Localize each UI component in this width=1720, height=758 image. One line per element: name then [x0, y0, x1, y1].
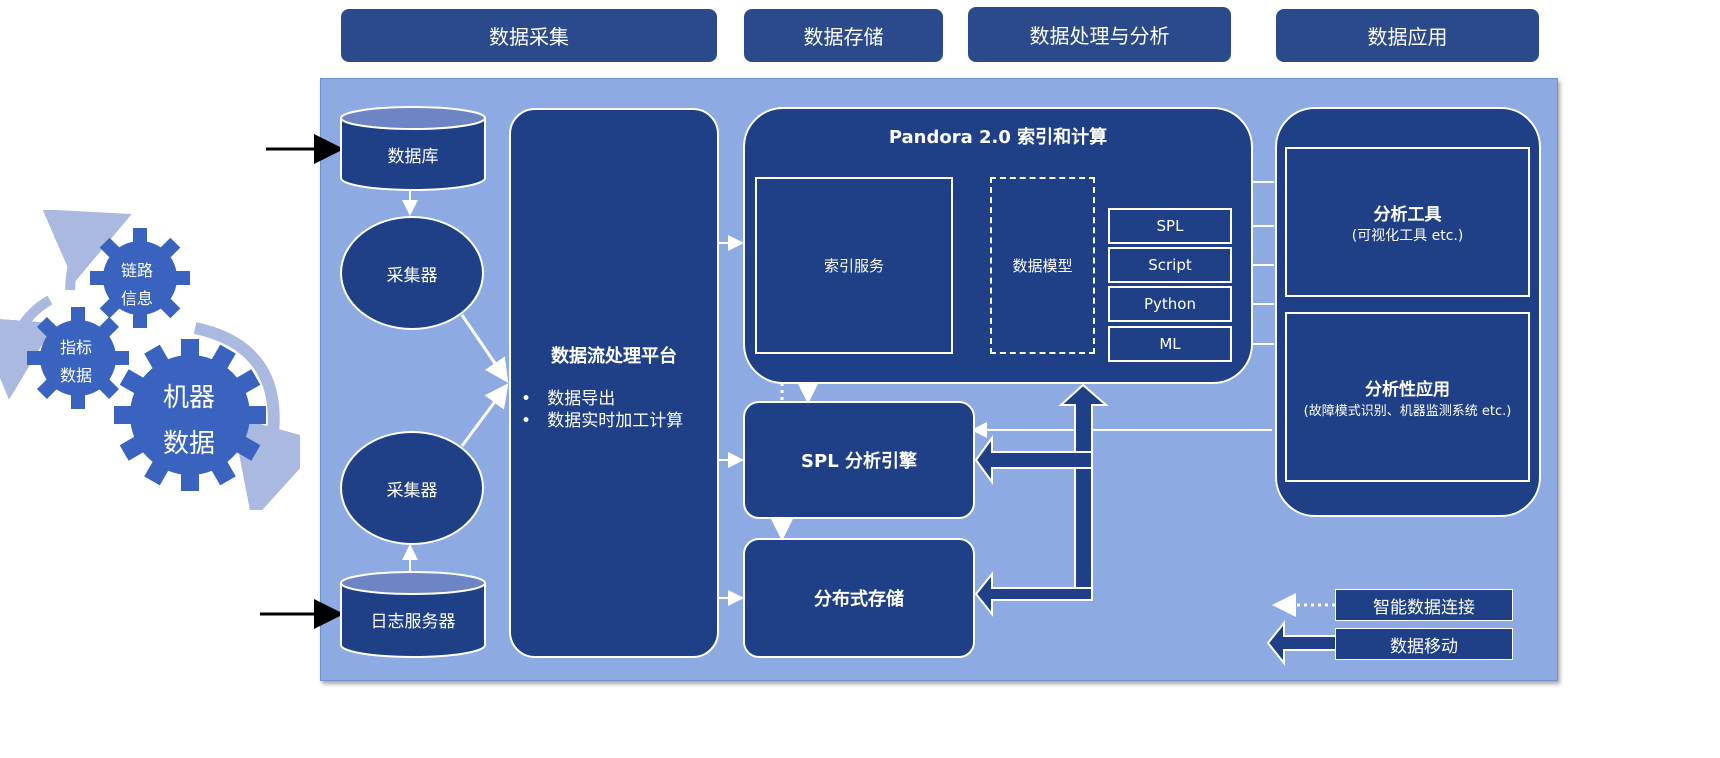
arc-right — [193, 322, 300, 510]
gear-top-label-2: 信息 — [121, 289, 154, 308]
header-data-collection: 数据采集 — [341, 9, 717, 62]
arrow-collector2-to-stream — [460, 383, 509, 447]
stream-bullet-1: • 数据导出 — [521, 389, 616, 409]
pandora-title: Pandora 2.0 索引和计算 — [888, 127, 1108, 148]
distributed-storage: 分布式存储 — [743, 538, 975, 658]
lang-ml-box: ML — [1108, 326, 1232, 362]
lang-python-box: Python — [1108, 286, 1232, 322]
spl-analysis-engine: SPL 分析引擎 — [743, 401, 975, 519]
analysis-tools-box: 分析工具 (可视化工具 etc.) — [1285, 147, 1530, 297]
database-label: 数据库 — [387, 146, 439, 167]
collector-top: 采集器 — [340, 216, 484, 330]
fat-arrow-to-spl-engine — [974, 434, 1093, 486]
analysis-tools-subtitle: (可视化工具 etc.) — [1351, 227, 1464, 244]
header-data-processing: 数据处理与分析 — [968, 7, 1231, 62]
gear-big-label-2: 数据 — [163, 429, 216, 459]
legend-smart-link: 智能数据连接 — [1335, 589, 1513, 621]
gear-small-left — [27, 307, 129, 409]
header-data-storage: 数据存储 — [744, 9, 943, 62]
arrow-collector1-to-stream — [460, 314, 509, 383]
gear-top-label-1: 链路 — [121, 261, 154, 280]
log-server-label: 日志服务器 — [370, 611, 456, 632]
analysis-tools-title: 分析工具 — [1373, 204, 1442, 225]
gear-big-label-1: 机器 — [163, 383, 216, 413]
lang-script-box: Script — [1108, 247, 1232, 283]
analytic-apps-box: 分析性应用 (故障模式识别、机器监测系统 etc.) — [1285, 312, 1530, 482]
stream-platform-title: 数据流处理平台 — [551, 346, 677, 367]
arc-left — [0, 295, 55, 400]
log-server-cylinder — [340, 571, 486, 658]
pandora-box: Pandora 2.0 索引和计算 — [743, 107, 1253, 384]
gear-big — [114, 339, 266, 491]
database-cylinder — [340, 106, 486, 191]
analytic-apps-subtitle: (故障模式识别、机器监测系统 etc.) — [1303, 404, 1512, 419]
collector-bottom: 采集器 — [340, 431, 484, 545]
stream-processing-platform: 数据流处理平台 • 数据导出 • 数据实时加工计算 — [509, 108, 719, 658]
machine-data-gears — [0, 210, 300, 510]
fat-arrow-to-storage — [974, 571, 1093, 617]
analytic-apps-title: 分析性应用 — [1365, 380, 1450, 400]
gear-left-label-2: 数据 — [60, 366, 93, 385]
lang-spl-box: SPL — [1108, 208, 1232, 244]
legend-fat-arrow — [1266, 620, 1337, 666]
header-data-application: 数据应用 — [1276, 9, 1539, 62]
index-service-box: 索引服务 — [755, 177, 953, 354]
gear-left-label-1: 指标 — [60, 338, 93, 357]
legend-data-move: 数据移动 — [1335, 628, 1513, 660]
arc-top — [42, 210, 132, 291]
fat-arrow-up-to-pandora — [1058, 383, 1109, 601]
gear-small-top — [90, 228, 190, 328]
data-model-box: 数据模型 — [990, 177, 1095, 354]
stream-bullet-2: • 数据实时加工计算 — [521, 411, 684, 431]
